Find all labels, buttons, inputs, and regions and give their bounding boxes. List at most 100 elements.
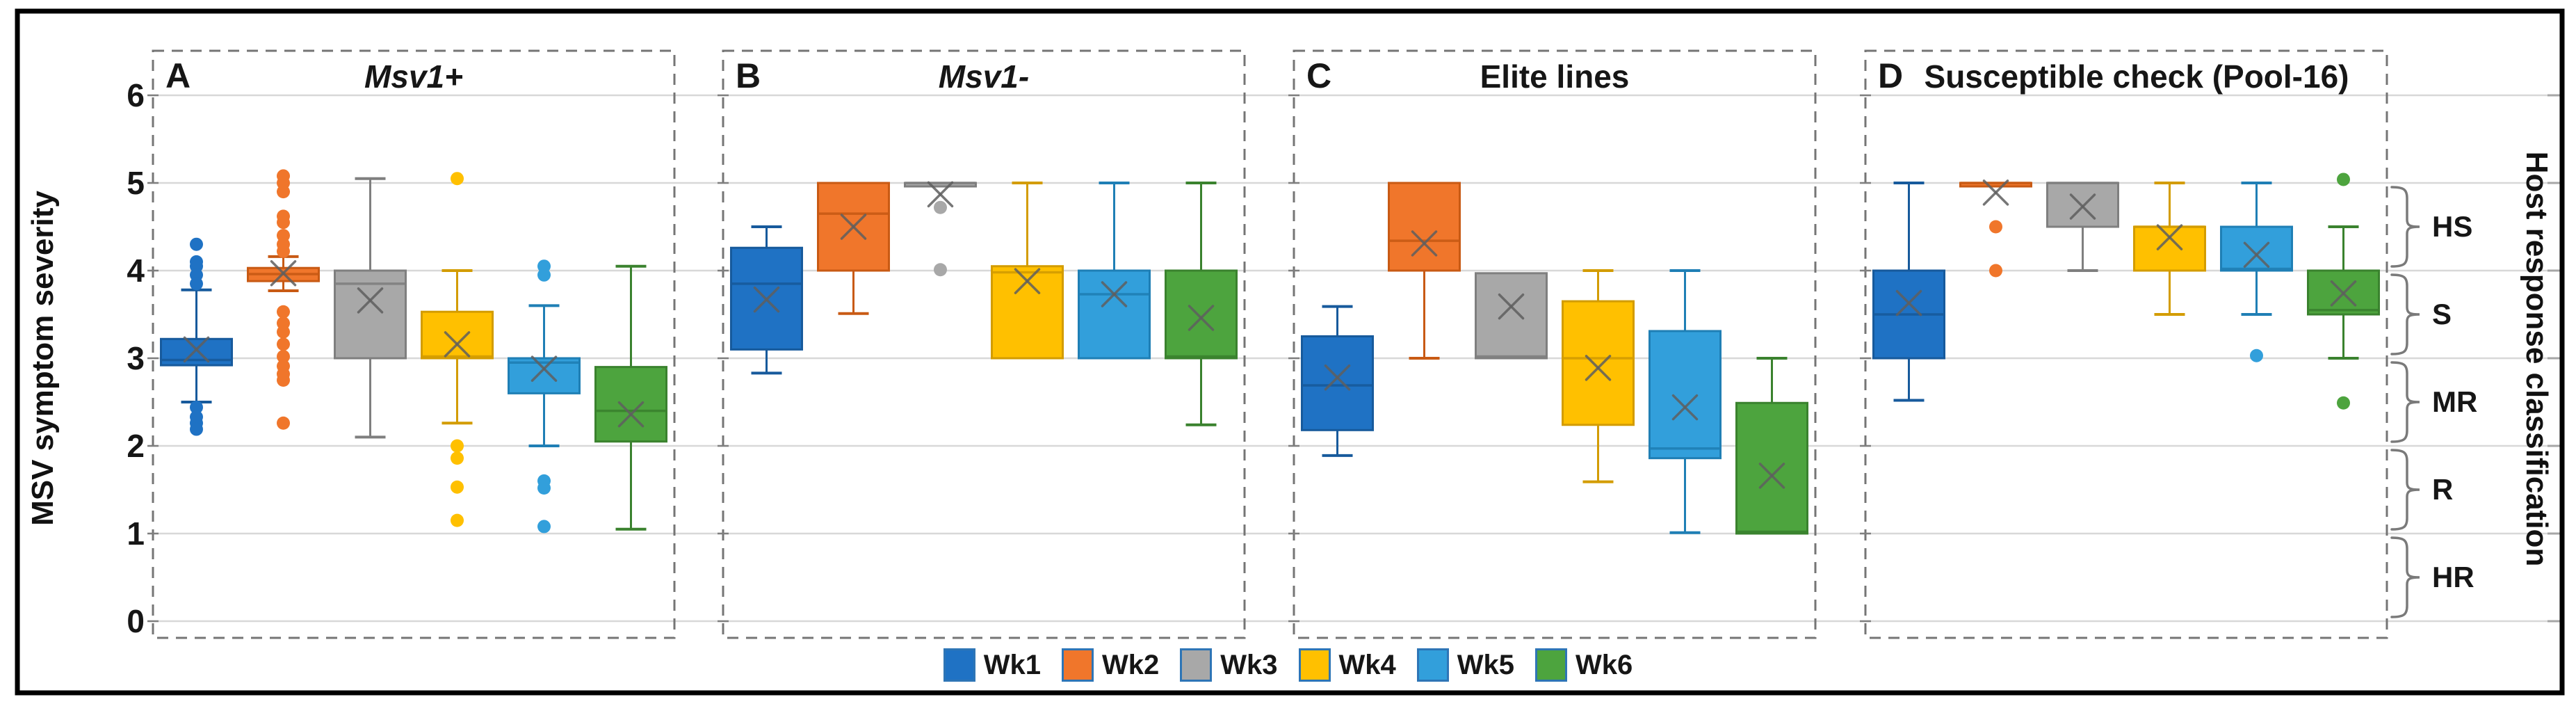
y-tick-label: 2 [127, 428, 145, 464]
mean-marker [1188, 305, 1215, 331]
box-wk6 [594, 366, 667, 443]
outlier-dot [277, 305, 290, 319]
box-wk6 [1165, 269, 1238, 360]
y-axis-title: MSV symptom severity [26, 191, 60, 526]
outlier-dot [451, 513, 464, 527]
box-wk5 [2220, 225, 2293, 272]
outlier-dot [934, 200, 947, 214]
outlier-dot [1989, 264, 2002, 278]
class-label-hs: HS [2432, 210, 2473, 243]
legend-swatch-wk5 [1416, 648, 1449, 682]
y-tick-label: 6 [127, 77, 145, 113]
panel-letter-c: C [1306, 56, 1332, 95]
class-label-mr: MR [2432, 385, 2478, 418]
mean-marker [1324, 364, 1351, 391]
box-wk5 [1078, 269, 1151, 360]
mean-marker [1758, 463, 1785, 489]
panel-border [1864, 49, 2388, 639]
outlier-dot [2250, 349, 2263, 362]
outlier-dot [537, 520, 551, 534]
class-bracket-hr [2390, 536, 2420, 618]
mean-marker [927, 181, 954, 208]
outlier-dot [190, 401, 203, 415]
box-wk4 [2133, 225, 2206, 272]
y-tick-label: 1 [127, 515, 145, 552]
mean-marker [2069, 193, 2096, 220]
outlier-dot [1989, 220, 2002, 234]
panel-border [722, 49, 1246, 639]
outlier-dot [277, 374, 290, 387]
class-label-hr: HR [2432, 561, 2474, 593]
y-tick-label: 3 [127, 340, 145, 376]
outlier-dot [277, 185, 290, 199]
outlier-dot [190, 277, 203, 291]
legend-item-wk4: Wk4 [1298, 648, 1396, 682]
legend-swatch-wk2 [1062, 648, 1094, 682]
box-wk3 [334, 269, 407, 360]
mean-marker [444, 331, 471, 358]
panel-title-msv1minus: Msv1- [938, 58, 1030, 95]
box-wk2 [817, 182, 890, 272]
box-wk5 [1649, 330, 1722, 460]
outlier-dot [2337, 173, 2350, 186]
outlier-dot [277, 244, 290, 258]
outlier-dot [277, 325, 290, 339]
y-tick-label: 0 [127, 603, 145, 639]
box-wk4 [421, 310, 494, 360]
legend-item-wk2: Wk2 [1062, 648, 1159, 682]
outlier-dot [537, 481, 551, 495]
legend-label: Wk3 [1220, 649, 1278, 680]
outlier-dot [451, 172, 464, 186]
mean-marker [1895, 289, 1922, 317]
mean-marker [617, 401, 645, 428]
legend-swatch-wk1 [943, 648, 975, 682]
mean-marker [357, 287, 384, 314]
outlier-dot [934, 263, 947, 277]
box-wk3 [2046, 182, 2119, 228]
legend-item-wk5: Wk5 [1416, 648, 1514, 682]
outlier-dot [451, 480, 464, 494]
legend-item-wk1: Wk1 [943, 648, 1041, 682]
outlier-dot [277, 337, 290, 351]
outlier-dot [451, 451, 464, 465]
class-bracket-s [2390, 273, 2420, 355]
class-bracket-mr [2390, 361, 2420, 443]
outlier-dot [537, 268, 551, 282]
outlier-dot [190, 237, 203, 251]
legend-item-wk3: Wk3 [1180, 648, 1278, 682]
box-wk1 [1301, 335, 1374, 431]
box-wk4 [1562, 300, 1635, 426]
legend-label: Wk2 [1102, 649, 1160, 680]
panel-letter-b: B [736, 56, 761, 95]
box-wk5 [508, 357, 581, 394]
mean-marker [1101, 281, 1128, 307]
mean-marker [270, 260, 297, 287]
box-wk3 [1475, 272, 1548, 360]
legend-swatch-wk3 [1180, 648, 1213, 682]
mean-marker [2330, 280, 2357, 307]
legend-swatch-wk4 [1298, 648, 1331, 682]
box-wk6 [1735, 401, 1808, 535]
class-label-r: R [2432, 473, 2454, 506]
panel-title-elite: Elite lines [1480, 58, 1630, 95]
mean-marker [1014, 268, 1041, 294]
legend-item-wk6: Wk6 [1535, 648, 1633, 682]
legend-label: Wk5 [1457, 649, 1514, 680]
mean-marker [1982, 179, 2009, 206]
outlier-dot [277, 416, 290, 430]
mean-marker [2243, 241, 2270, 269]
legend-swatch-wk6 [1535, 648, 1567, 682]
outlier-dot [190, 422, 203, 436]
outlier-dot [277, 216, 290, 230]
y-tick-label: 4 [127, 253, 145, 289]
mean-marker [753, 286, 780, 313]
mean-marker [530, 355, 558, 382]
class-bracket-r [2390, 449, 2420, 531]
figure-border [15, 8, 2565, 696]
class-label-s: S [2432, 298, 2452, 330]
mean-marker [840, 214, 867, 240]
legend-label: Wk4 [1338, 649, 1396, 680]
y-tick-label: 5 [127, 165, 145, 201]
